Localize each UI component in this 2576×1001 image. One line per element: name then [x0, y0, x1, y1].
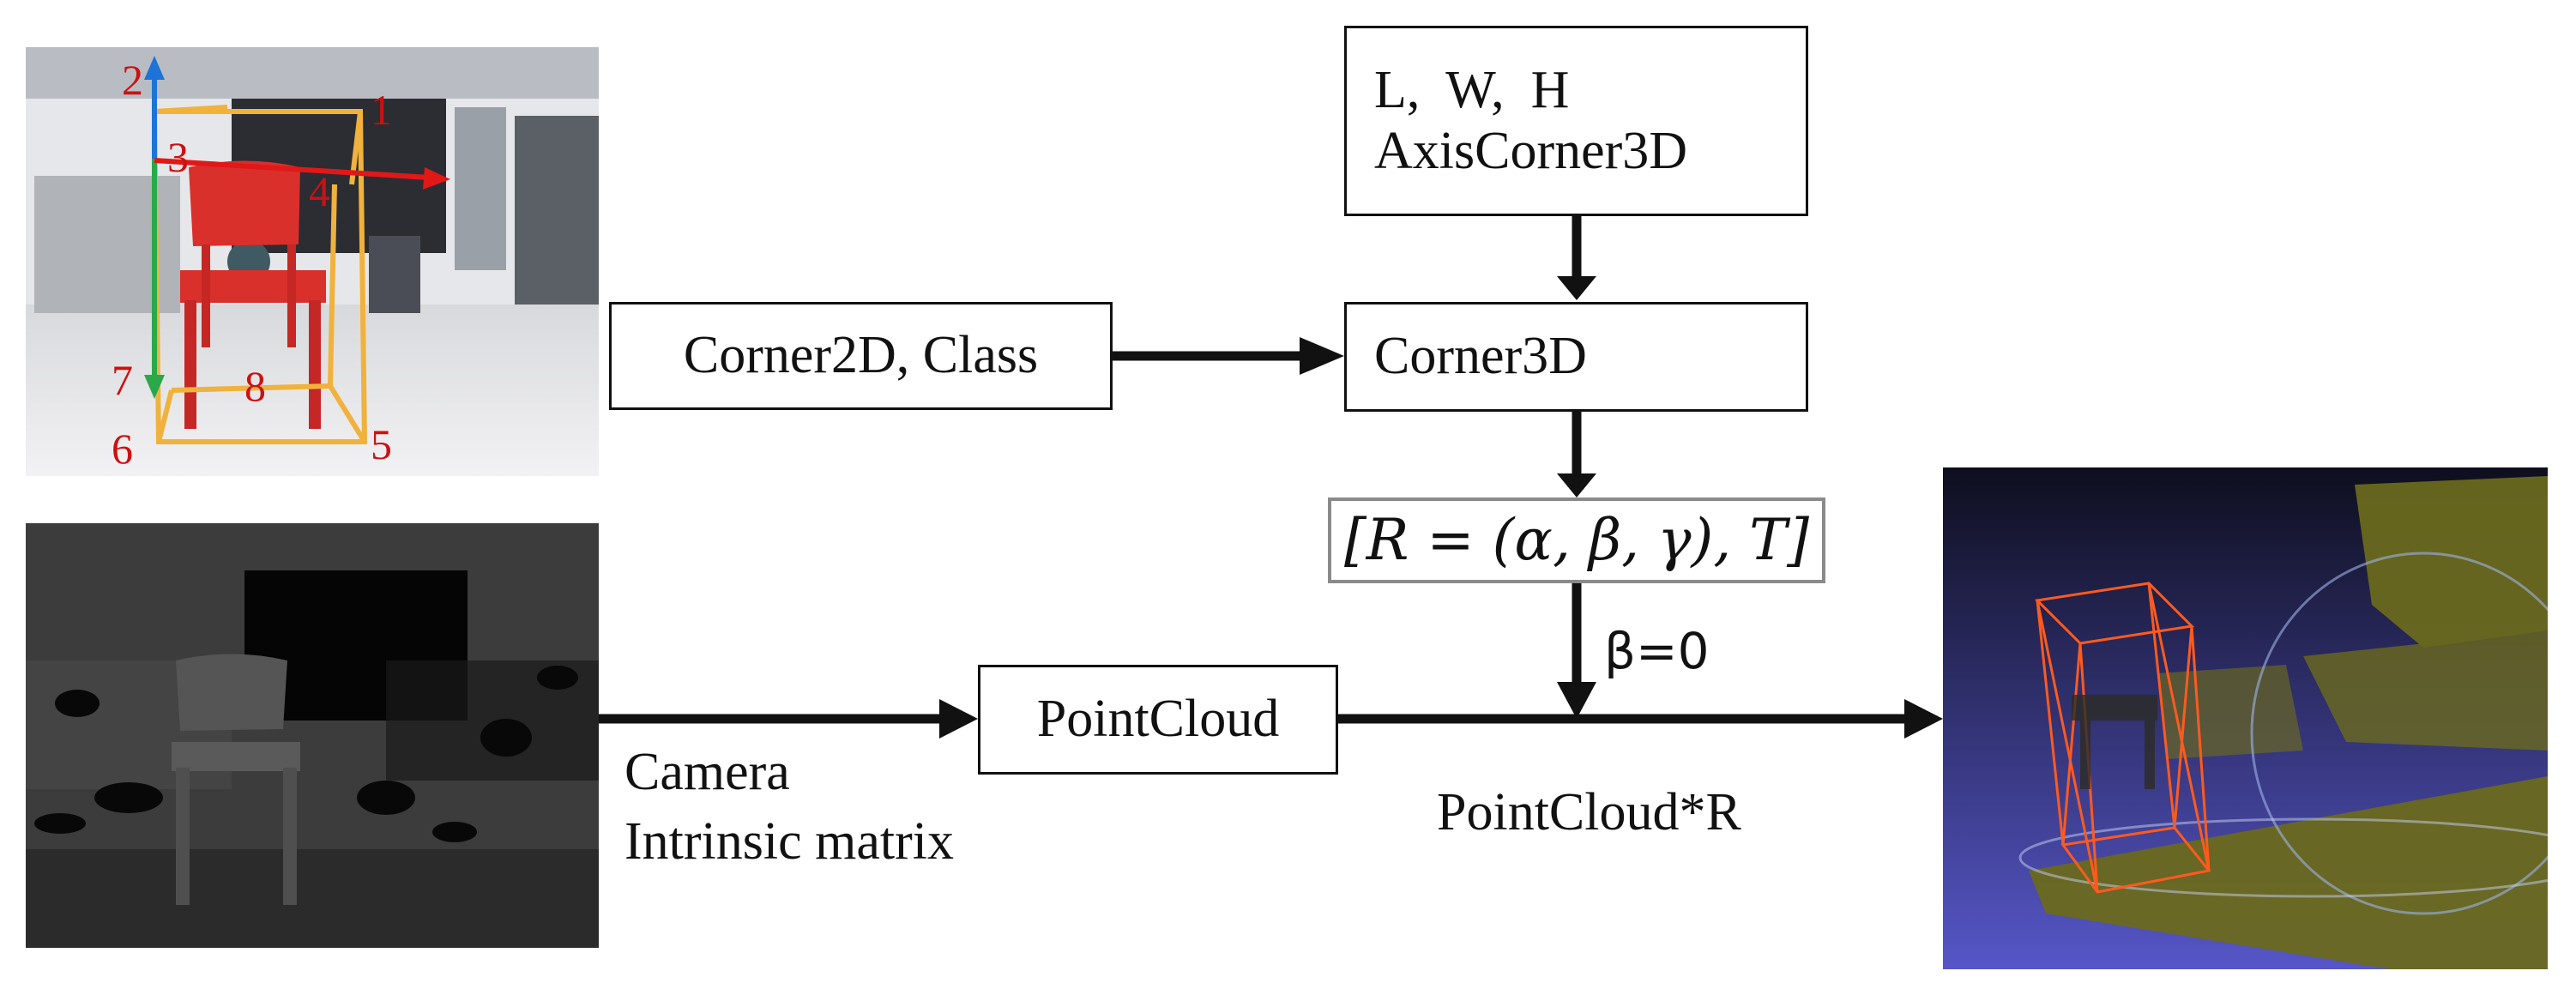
bounding-box-3d: [152, 105, 368, 444]
axis-corner-3d-label: AxisCorner3D: [1374, 122, 1688, 180]
point-cloud-scene: [1943, 467, 2548, 969]
corner-label-8: 8: [244, 362, 266, 410]
pose-box: [R = (α, β, γ), T]: [1328, 497, 1825, 583]
pose-formula: [R = (α, β, γ), T]: [1343, 507, 1810, 574]
corner-label-4: 4: [309, 167, 330, 215]
intrinsic-matrix-text: Intrinsic matrix: [624, 811, 954, 871]
coordinate-axes: [144, 56, 450, 399]
dims-label: L, W, H: [1374, 60, 1570, 119]
corner2d-class-box: Corner2D, Class: [609, 302, 1113, 410]
camera-intrinsic-label: Camera Intrinsic matrix: [624, 738, 954, 876]
corner-label-3: 3: [167, 133, 189, 181]
pointcloud-label: PointCloud: [1036, 690, 1280, 749]
rgb-image-panel: 2 1 3 4 7 8 6 5: [26, 47, 599, 476]
point-cloud-render-panel: [1943, 467, 2548, 969]
depth-image-panel: [26, 523, 599, 948]
pointcloud-box: PointCloud: [978, 665, 1338, 775]
corner-label-1: 1: [371, 86, 392, 134]
arrow-head-dims-to-corner3d: [1557, 276, 1596, 300]
dims-axis-corner-box: L, W, H AxisCorner3D: [1344, 26, 1808, 216]
arrow-head-pose-to-merge: [1557, 682, 1596, 719]
corner-label-6: 6: [112, 425, 133, 473]
corner-label-5: 5: [371, 420, 392, 468]
point-cloud-bounding-box: [2034, 582, 2211, 894]
camera-text: Camera: [624, 743, 790, 801]
arrow-head-corner3d-to-pose: [1557, 473, 1596, 497]
arrow-head-to-render: [1904, 699, 1943, 739]
corner3d-label: Corner3D: [1374, 327, 1587, 386]
depth-scene: [26, 523, 599, 948]
beta-zero-text: β=0: [1604, 622, 1710, 680]
corner-label-2: 2: [122, 56, 143, 104]
corner2d-class-label: Corner2D, Class: [683, 326, 1039, 385]
corner-label-7: 7: [112, 356, 133, 404]
beta-zero-label: β=0: [1604, 622, 1710, 682]
arrow-head-corner2d-to-corner3d: [1300, 337, 1344, 375]
rgb-scene: 2 1 3 4 7 8 6 5: [26, 47, 599, 476]
arrow-head-depth-to-pointcloud: [939, 699, 978, 739]
pointcloud-times-r-label: PointCloud*R: [1437, 783, 1741, 841]
corner3d-box: Corner3D: [1344, 302, 1808, 412]
